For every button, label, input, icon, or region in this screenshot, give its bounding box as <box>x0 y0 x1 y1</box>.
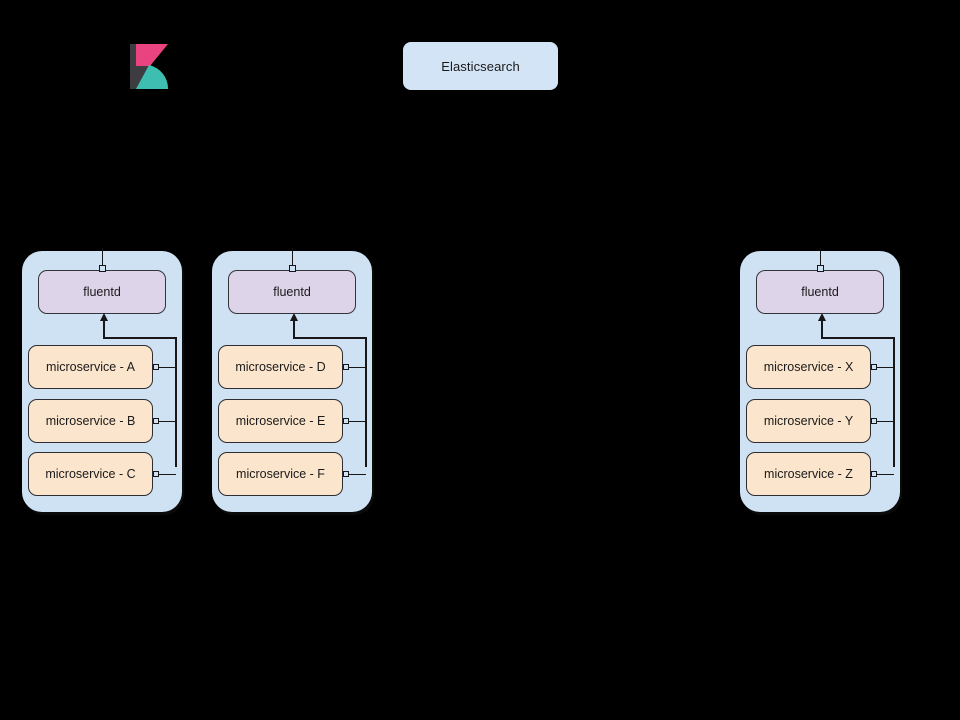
kibana-logo-icon <box>130 44 169 89</box>
uplink-edge-1 <box>101 248 103 270</box>
service-stub-3-1 <box>876 420 894 422</box>
arrowhead-to-fluentd-2 <box>289 313 298 321</box>
service-stub-2-0 <box>348 366 366 368</box>
collector-bus-vertical-2 <box>365 337 367 467</box>
service-endpoint-3-0 <box>871 363 877 370</box>
collector-riser-1 <box>103 320 105 338</box>
node-fluentd-2[interactable]: fluentd <box>228 270 356 314</box>
node-microservice-2-1[interactable]: microservice - E <box>218 399 343 443</box>
node-microservice-1-0[interactable]: microservice - A <box>28 345 153 389</box>
node-elasticsearch[interactable]: Elasticsearch <box>403 42 558 90</box>
service-stub-2-1 <box>348 420 366 422</box>
cluster-container-1[interactable]: fluentd microservice - A microservice - … <box>22 248 182 512</box>
service-endpoint-1-0 <box>153 363 159 370</box>
node-microservice-1-2[interactable]: microservice - C <box>28 452 153 496</box>
collector-bus-horizontal-3 <box>821 337 895 339</box>
node-microservice-3-0[interactable]: microservice - X <box>746 345 871 389</box>
service-stub-1-1 <box>158 420 176 422</box>
uplink-endpoint-3 <box>816 265 824 272</box>
collector-bus-horizontal-2 <box>293 337 367 339</box>
node-microservice-2-2[interactable]: microservice - F <box>218 452 343 496</box>
cluster-container-3[interactable]: fluentd microservice - X microservice - … <box>740 248 900 512</box>
collector-riser-3 <box>821 320 823 338</box>
uplink-edge-2 <box>291 248 293 270</box>
arrowhead-to-fluentd-1 <box>99 313 108 321</box>
collector-bus-horizontal-1 <box>103 337 177 339</box>
service-stub-2-2 <box>348 473 366 475</box>
service-stub-3-0 <box>876 366 894 368</box>
service-stub-1-0 <box>158 366 176 368</box>
node-microservice-3-2[interactable]: microservice - Z <box>746 452 871 496</box>
service-endpoint-2-2 <box>343 470 349 477</box>
service-endpoint-2-0 <box>343 363 349 370</box>
service-stub-3-2 <box>876 473 894 475</box>
uplink-endpoint-1 <box>98 265 106 272</box>
cluster-container-2[interactable]: fluentd microservice - D microservice - … <box>212 248 372 512</box>
node-microservice-2-0[interactable]: microservice - D <box>218 345 343 389</box>
node-microservice-3-1[interactable]: microservice - Y <box>746 399 871 443</box>
service-stub-1-2 <box>158 473 176 475</box>
service-endpoint-3-1 <box>871 417 877 424</box>
collector-bus-vertical-3 <box>893 337 895 467</box>
service-endpoint-2-1 <box>343 417 349 424</box>
uplink-endpoint-2 <box>288 265 296 272</box>
service-endpoint-1-2 <box>153 470 159 477</box>
uplink-edge-3 <box>819 248 821 270</box>
collector-bus-vertical-1 <box>175 337 177 467</box>
arrowhead-to-fluentd-3 <box>817 313 826 321</box>
node-fluentd-1[interactable]: fluentd <box>38 270 166 314</box>
service-endpoint-3-2 <box>871 470 877 477</box>
service-endpoint-1-1 <box>153 417 159 424</box>
node-microservice-1-1[interactable]: microservice - B <box>28 399 153 443</box>
collector-riser-2 <box>293 320 295 338</box>
node-fluentd-3[interactable]: fluentd <box>756 270 884 314</box>
